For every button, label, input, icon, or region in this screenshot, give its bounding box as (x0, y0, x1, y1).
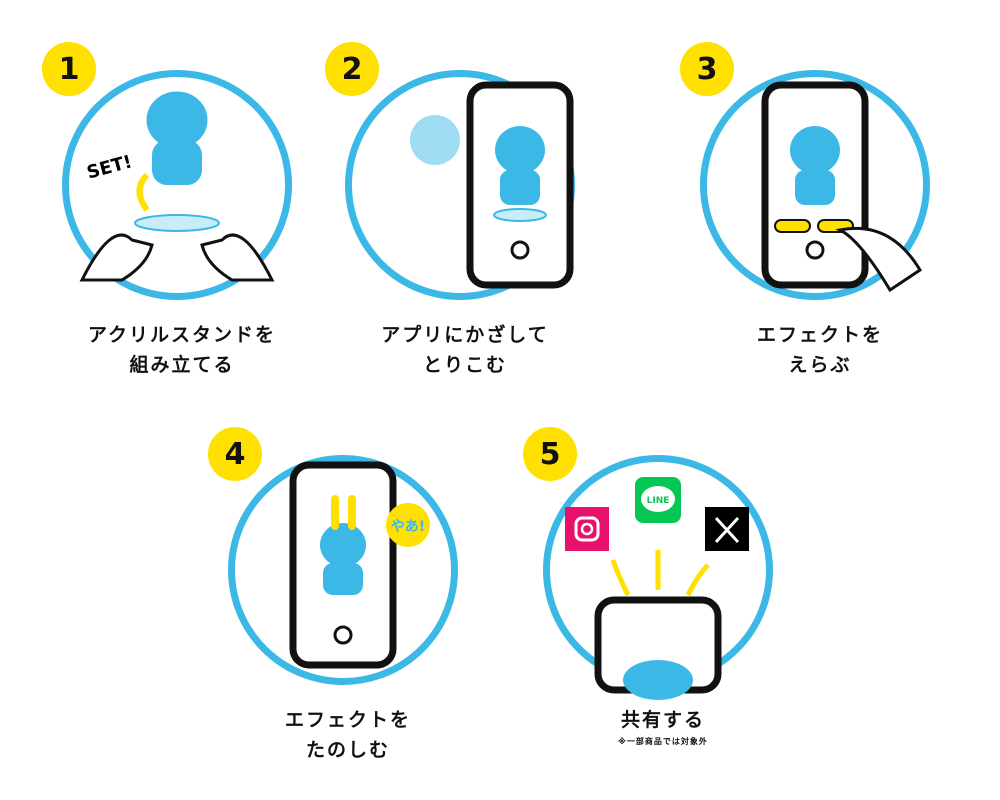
step-1: SET! 1 アクリルスタンドを組み立てる (42, 42, 312, 400)
step-4: やあ! 4 エフェクトをたのしむ (208, 427, 478, 785)
step-number-badge: 5 (523, 427, 577, 481)
set-text: SET! (85, 151, 135, 183)
acrylic-stand-illustration: SET! (79, 88, 275, 282)
step-number-badge: 1 (42, 42, 96, 96)
step-number-badge: 3 (680, 42, 734, 96)
svg-text:LINE: LINE (647, 496, 670, 506)
step-circle (228, 455, 458, 685)
step-3: 3 エフェクトをえらぶ (680, 42, 950, 400)
step-circle (62, 70, 292, 300)
step-label: 共有する※一部商品では対象外 (493, 705, 833, 749)
step-5: LINE 5 共有する※一部商品では対象外 (523, 427, 793, 785)
speech-bubble: やあ! (391, 519, 425, 535)
share-illustration: LINE (565, 477, 749, 700)
step-2: 2 アプリにかざしてとりこむ (325, 42, 595, 400)
step-number-badge: 4 (208, 427, 262, 481)
enjoy-effect-illustration: やあ! (289, 461, 430, 669)
step-number-badge: 2 (325, 42, 379, 96)
x-icon (705, 507, 749, 551)
step-label: エフェクトをたのしむ (284, 709, 411, 761)
phone-scan-illustration (410, 81, 574, 289)
instagram-icon (565, 507, 609, 551)
step-label: アクリルスタンドを組み立てる (87, 324, 277, 376)
select-effect-illustration (761, 81, 923, 293)
line-icon: LINE (635, 477, 681, 523)
note-text: ※一部商品では対象外 (618, 737, 708, 746)
step-circle (700, 70, 930, 300)
step-label: アプリにかざしてとりこむ (381, 324, 549, 376)
step-label: エフェクトをえらぶ (756, 324, 883, 376)
